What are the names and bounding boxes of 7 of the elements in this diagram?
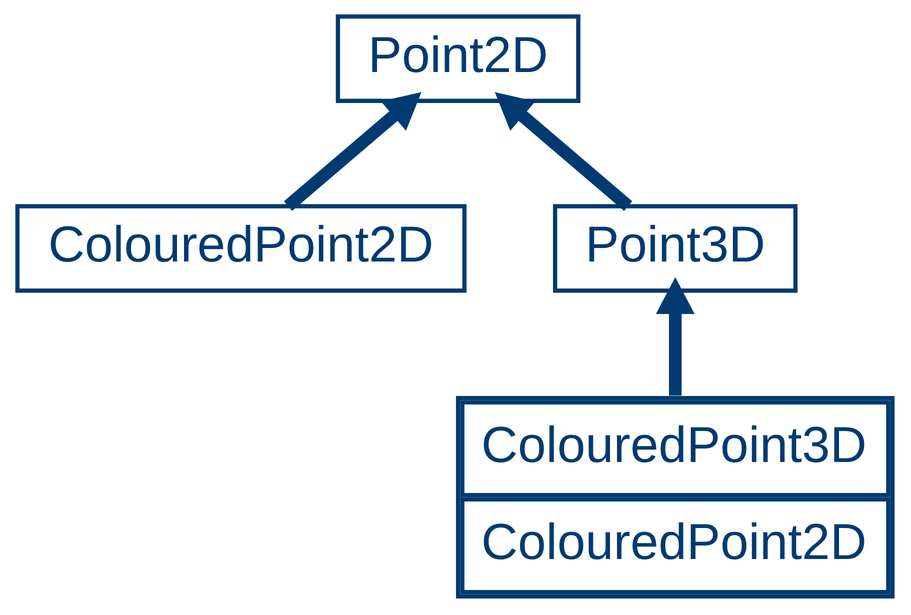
node-box: ColouredPoint2D [14, 204, 466, 293]
node-box: ColouredPoint3D ColouredPoint2D [456, 396, 894, 598]
arrow [655, 277, 694, 396]
arrow [494, 92, 632, 211]
node-box: Point3D [552, 204, 798, 293]
arrow [283, 92, 421, 211]
node-box: Point2D [335, 14, 580, 103]
